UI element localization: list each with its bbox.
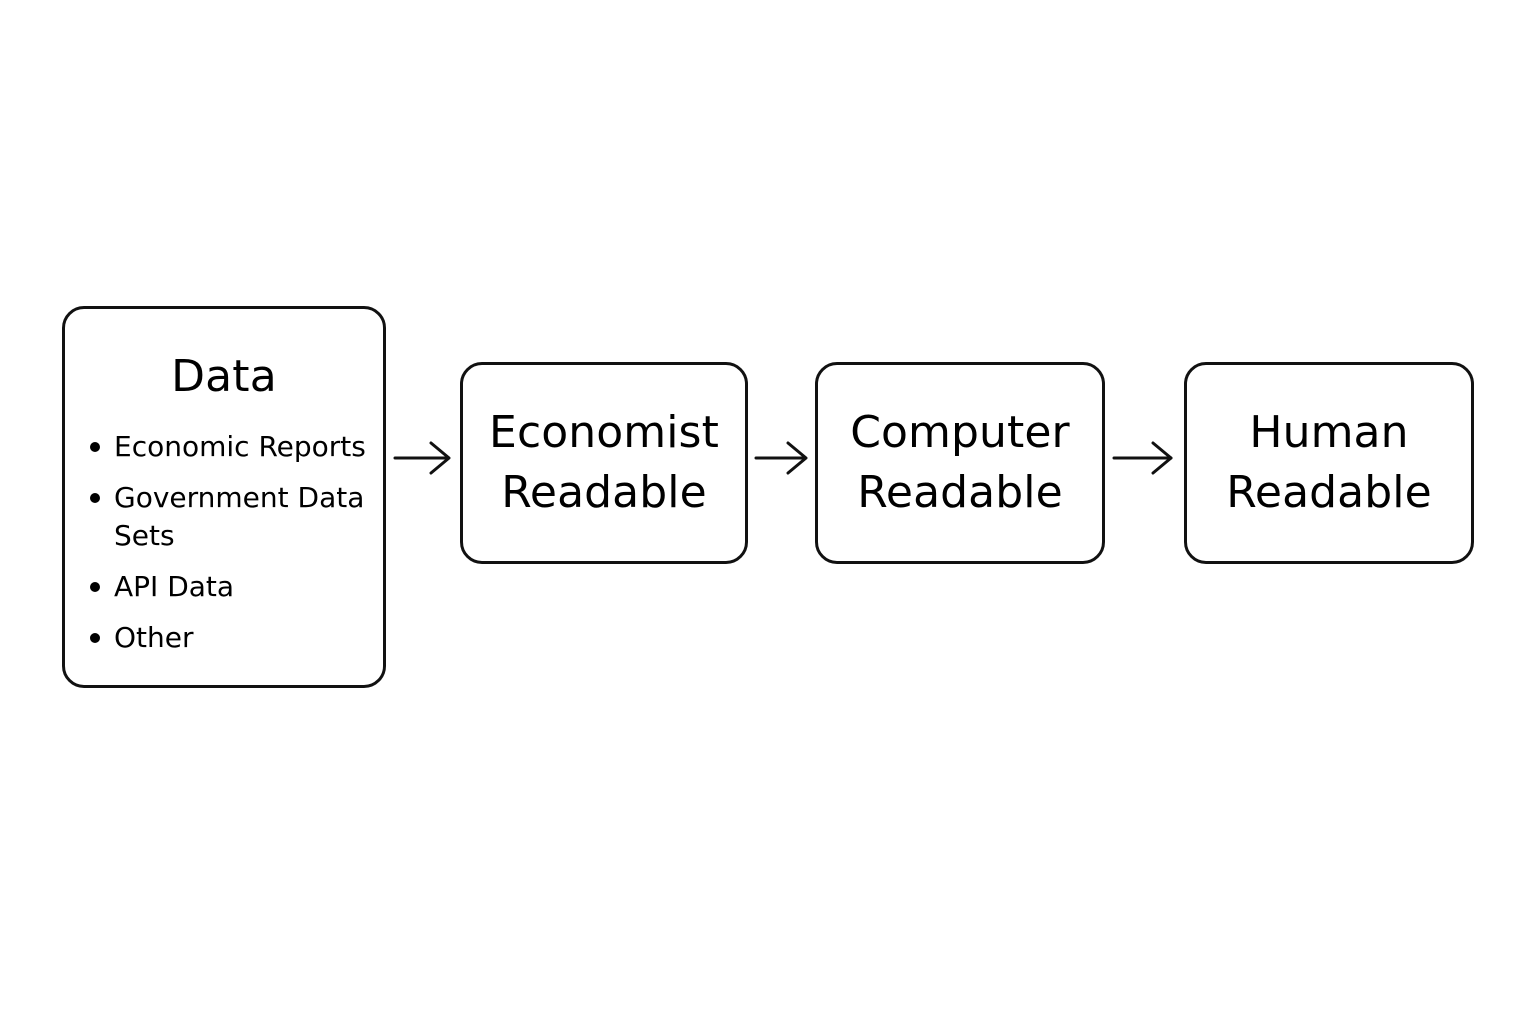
human-readable-label-line-1: Human bbox=[1249, 407, 1409, 458]
right-arrow-icon bbox=[754, 438, 813, 478]
economist-readable-label-line-2: Readable bbox=[501, 467, 707, 518]
computer-readable-box: Computer Readable bbox=[815, 362, 1105, 564]
data-source-item-other: Other bbox=[89, 619, 381, 657]
computer-readable-label-line-1: Computer bbox=[850, 407, 1070, 458]
data-sources-title: Data bbox=[171, 351, 277, 402]
human-readable-box: Human Readable bbox=[1184, 362, 1474, 564]
economist-readable-box: Economist Readable bbox=[460, 362, 748, 564]
human-readable-label: Human Readable bbox=[1226, 403, 1432, 523]
right-arrow-icon bbox=[393, 438, 452, 478]
data-source-item-economic-reports: Economic Reports bbox=[89, 428, 381, 466]
data-sources-box: Data Economic Reports Government Data Se… bbox=[62, 306, 386, 688]
data-source-item-government-data-sets: Government Data Sets bbox=[89, 479, 381, 555]
economist-readable-label-line-1: Economist bbox=[489, 407, 719, 458]
computer-readable-label-line-2: Readable bbox=[857, 467, 1063, 518]
economist-readable-label: Economist Readable bbox=[489, 403, 719, 523]
data-sources-list: Economic Reports Government Data Sets AP… bbox=[89, 428, 381, 657]
human-readable-label-line-2: Readable bbox=[1226, 467, 1432, 518]
computer-readable-label: Computer Readable bbox=[850, 403, 1070, 523]
data-source-item-api-data: API Data bbox=[89, 568, 381, 606]
right-arrow-icon bbox=[1112, 438, 1173, 478]
